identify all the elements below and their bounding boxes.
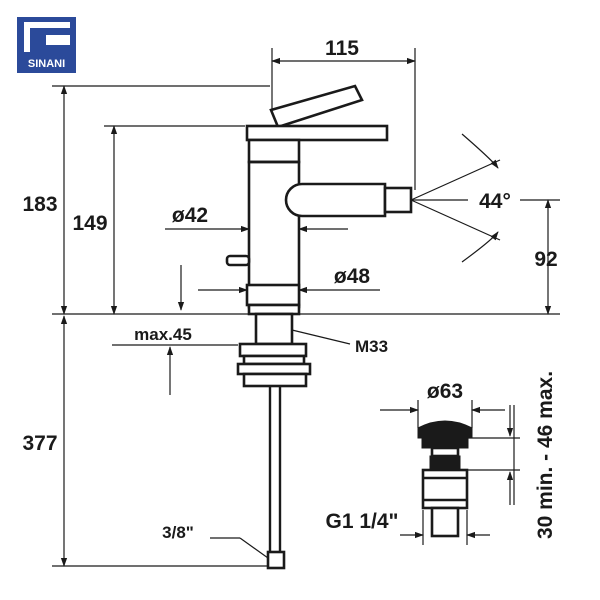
dim-waste-range: 30 min. - 46 max.: [534, 371, 557, 539]
dim-body-diameter: ø42: [172, 204, 208, 227]
dim-lever-reach: 115: [325, 37, 359, 60]
dim-counter-thickness: max.45: [134, 325, 192, 344]
dim-total-height: 183: [22, 193, 57, 216]
dim-waste-diameter: ø63: [427, 380, 463, 403]
dim-outlet-height: 92: [534, 248, 557, 271]
popup-waste: [417, 420, 473, 538]
dim-base-diameter: ø48: [334, 265, 371, 288]
logo-label: SINANI: [28, 58, 65, 70]
dim-hose-thread: 3/8": [162, 523, 194, 542]
brand-logo: SINANI: [17, 17, 76, 73]
dim-below-counter: 377: [22, 432, 57, 455]
dim-waste-thread: G1 1/4": [326, 510, 399, 533]
dim-spout-height: 149: [72, 212, 107, 235]
faucet-body: [225, 84, 413, 316]
dim-thread: M33: [355, 337, 388, 356]
dim-spray-angle: 44°: [479, 190, 511, 213]
mounting-assembly: [236, 312, 312, 570]
